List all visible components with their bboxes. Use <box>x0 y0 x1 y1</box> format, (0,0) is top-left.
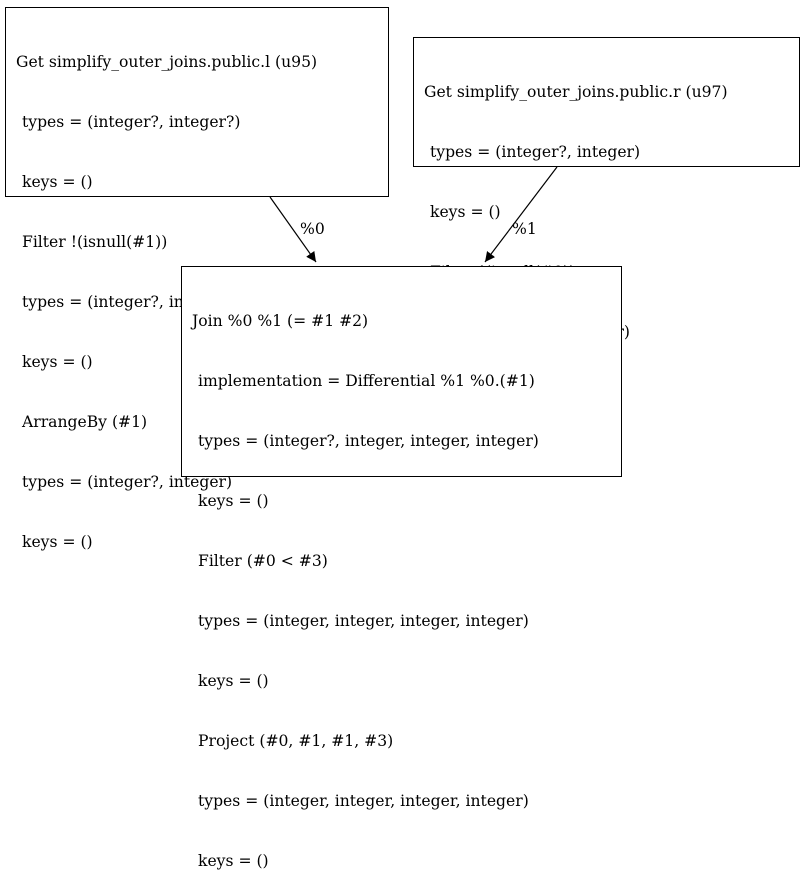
node-line: keys = () <box>198 672 269 690</box>
node-line: keys = () <box>22 533 93 551</box>
node-line: Project (#0, #1, #1, #3) <box>198 732 394 750</box>
node-title: Join %0 %1 (= #1 #2) <box>192 312 369 330</box>
node-join: Join %0 %1 (= #1 #2) implementation = Di… <box>181 266 622 870</box>
node-get-l: Get simplify_outer_joins.public.l (u95) … <box>5 7 389 551</box>
node-line: keys = () <box>22 353 93 371</box>
node-line: keys = () <box>198 492 269 510</box>
node-line: Filter (#0 < #3) <box>198 552 328 570</box>
node-line: types = (integer?, integer?) <box>22 113 241 131</box>
node-title: Get simplify_outer_joins.public.l (u95) <box>16 53 318 71</box>
node-line: types = (integer?, integer) <box>430 143 641 161</box>
node-get-r: Get simplify_outer_joins.public.r (u97) … <box>413 37 800 401</box>
node-line: implementation = Differential %1 %0.(#1) <box>198 372 535 390</box>
node-line: Filter !(isnull(#1)) <box>22 233 168 251</box>
node-line: keys = () <box>22 173 93 191</box>
node-line: keys = () <box>430 203 501 221</box>
node-line: types = (integer?, integer, integer, int… <box>198 432 539 450</box>
node-line: types = (integer, integer, integer, inte… <box>198 612 529 630</box>
node-title: Get simplify_outer_joins.public.r (u97) <box>424 83 728 101</box>
node-line: types = (integer, integer, integer, inte… <box>198 792 529 810</box>
node-line: keys = () <box>198 852 269 870</box>
node-line: ArrangeBy (#1) <box>22 413 148 431</box>
